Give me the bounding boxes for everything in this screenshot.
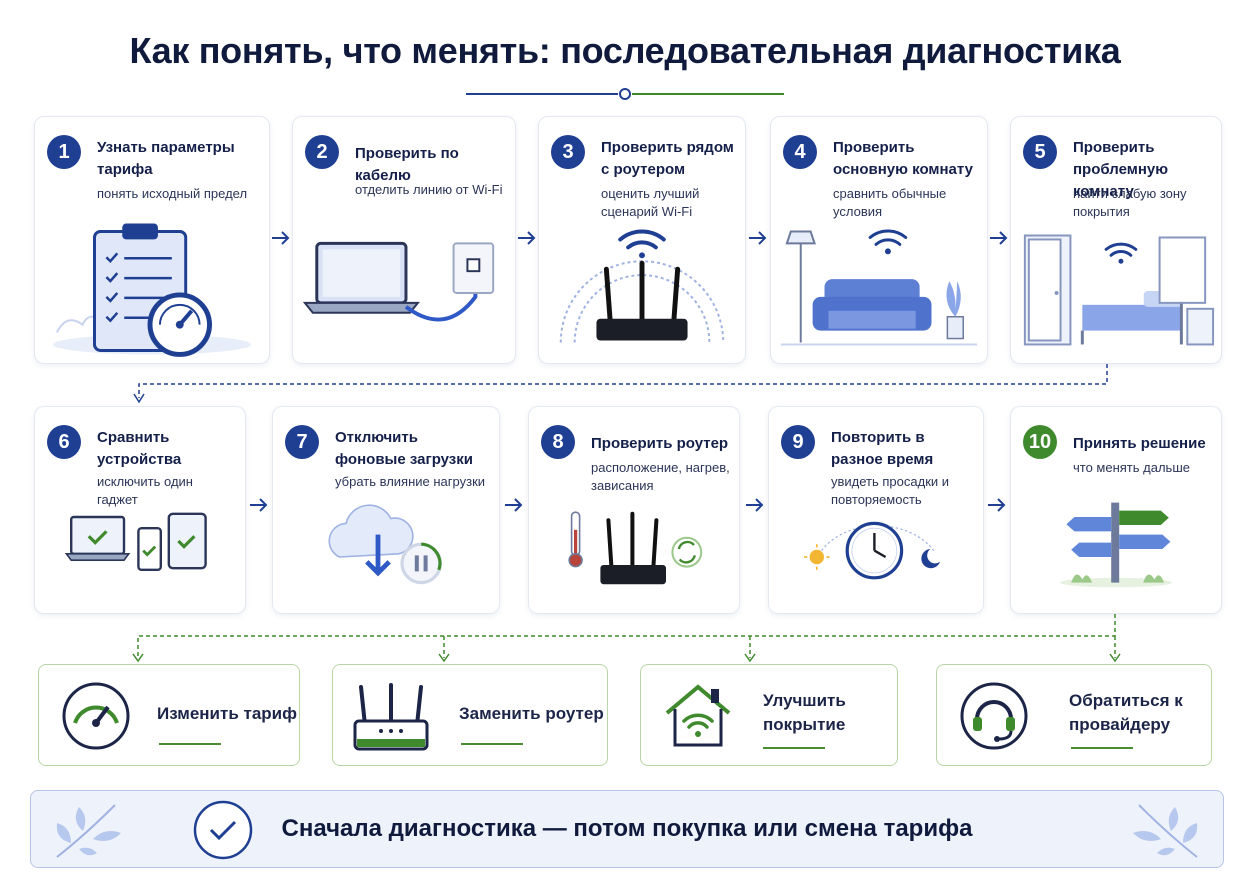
step-title: Принять решение <box>1073 435 1206 452</box>
clipboard-speedometer-icon <box>52 223 252 357</box>
banner-text: Сначала диагностика — потом покупка или … <box>281 815 973 842</box>
router-signal-icon <box>559 229 725 343</box>
step-subtitle: сравнить обычные условия <box>833 186 947 219</box>
step-card-4: 4 Проверить основную комнату сравнить об… <box>770 116 988 364</box>
option-label: Обратиться к провайдеру <box>1069 691 1183 734</box>
step-title: Сравнить устройства <box>97 429 182 468</box>
step-title: Повторить в разное время <box>831 429 934 468</box>
step-number: 5 <box>1023 135 1057 169</box>
step-subtitle: оценить лучший сценарий Wi-Fi <box>601 186 700 219</box>
step-subtitle: убрать влияние нагрузки <box>335 474 486 489</box>
option-label: Улучшить покрытие <box>763 691 846 734</box>
step-subtitle: понять исходный предел <box>97 186 248 201</box>
arrow-right-icon <box>518 231 536 245</box>
step-number: 6 <box>47 425 81 459</box>
step-subtitle: увидеть просадки и повторяемость <box>831 474 950 507</box>
router-icon <box>353 683 429 751</box>
step-card-2: 2 Проверить по кабелю отделить линию от … <box>292 116 516 364</box>
step-title: Проверить роутер <box>591 435 729 452</box>
arrow-right-icon <box>746 498 764 512</box>
laptop-cable-icon <box>302 241 495 322</box>
arrow-right-icon <box>988 498 1006 512</box>
option-improve-coverage[interactable]: Улучшить покрытие <box>640 664 898 766</box>
router-thermometer-icon <box>568 511 703 585</box>
step-card-9: 9 Повторить в разное время увидеть проса… <box>768 406 984 614</box>
cloud-download-pause-icon <box>328 504 443 585</box>
speedometer-icon <box>62 682 130 750</box>
option-contact-provider[interactable]: Обратиться к провайдеру <box>936 664 1212 766</box>
clock-day-night-icon <box>804 521 940 580</box>
step-number: 7 <box>285 425 319 459</box>
step-title: Узнать параметры тарифа <box>97 139 235 178</box>
step-number: 4 <box>783 135 817 169</box>
option-underline <box>763 747 825 749</box>
option-label: Изменить тариф <box>157 704 297 723</box>
option-underline <box>461 743 523 745</box>
leaf-decoration-icon <box>1133 804 1198 858</box>
option-underline <box>159 743 221 745</box>
step-card-8: 8 Проверить роутер расположение, нагрев,… <box>528 406 740 614</box>
step-number: 2 <box>305 135 339 169</box>
home-wifi-icon <box>665 684 731 747</box>
headset-icon <box>960 682 1028 750</box>
step-title: Проверить рядом с роутером <box>601 139 734 178</box>
living-room-icon <box>780 229 978 346</box>
title-divider <box>466 88 784 100</box>
step-number: 1 <box>47 135 81 169</box>
step-card-6: 6 Сравнить устройства исключить один гад… <box>34 406 246 614</box>
signpost-icon <box>1060 502 1172 588</box>
step-number: 9 <box>781 425 815 459</box>
options-connector <box>132 614 1121 663</box>
page-title: Как понять, что менять: последовательная… <box>129 30 1121 71</box>
step-number: 8 <box>541 425 575 459</box>
arrow-right-icon <box>505 498 523 512</box>
step-subtitle: расположение, нагрев, зависания <box>591 460 730 493</box>
option-label: Заменить роутер <box>459 704 604 723</box>
step-card-1: 1 Узнать параметры тарифа понять исходны… <box>34 116 270 364</box>
devices-icon <box>64 512 207 571</box>
step-subtitle: что менять дальше <box>1073 460 1190 475</box>
step-subtitle: исключить один гаджет <box>97 474 193 507</box>
step-card-7: 7 Отключить фоновые загрузки убрать влия… <box>272 406 500 614</box>
step-title: Отключить фоновые загрузки <box>335 429 473 468</box>
bottom-banner: Сначала диагностика — потом покупка или … <box>30 790 1224 868</box>
step-card-3: 3 Проверить рядом с роутером оценить луч… <box>538 116 746 364</box>
step-card-5: 5 Проверить проблемную комнату найти сла… <box>1010 116 1222 364</box>
step-title: Проверить основную комнату <box>833 139 973 178</box>
checkmark-icon <box>193 800 253 860</box>
step-number: 3 <box>551 135 585 169</box>
row-connector <box>133 364 1108 404</box>
step-number: 10 <box>1023 425 1057 459</box>
arrow-right-icon <box>749 231 767 245</box>
step-title: Проверить проблемную комнату <box>1073 139 1169 200</box>
leaf-decoration-icon <box>56 804 121 858</box>
option-underline <box>1071 747 1133 749</box>
step-subtitle: найти слабую зону покрытия <box>1073 186 1187 219</box>
bedroom-icon <box>1023 234 1215 346</box>
arrow-right-icon <box>272 231 290 245</box>
option-change-tariff[interactable]: Изменить тариф <box>38 664 300 766</box>
arrow-right-icon <box>990 231 1008 245</box>
step-card-10: 10 Принять решение что менять дальше <box>1010 406 1222 614</box>
step-subtitle: отделить линию от Wi-Fi <box>355 182 503 197</box>
arrow-right-icon <box>250 498 268 512</box>
step-title: Проверить по кабелю <box>355 145 459 184</box>
option-replace-router[interactable]: Заменить роутер <box>332 664 608 766</box>
